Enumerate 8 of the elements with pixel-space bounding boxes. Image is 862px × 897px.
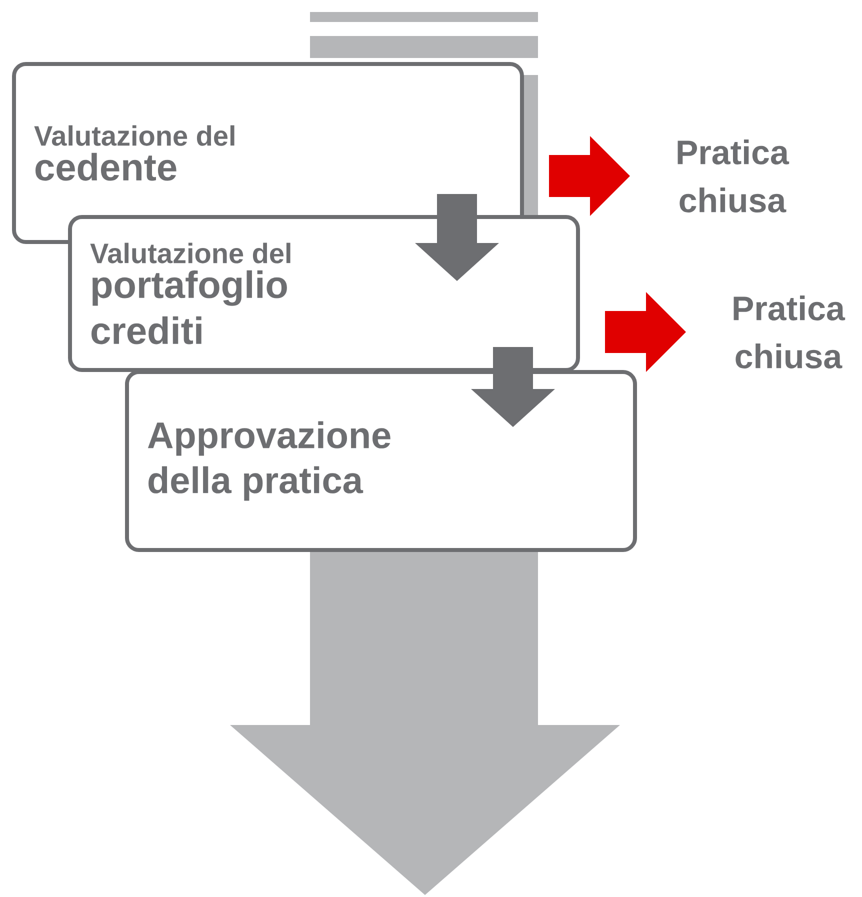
process-box: Approvazione della pratica [125, 370, 637, 552]
block-arrow [605, 292, 686, 372]
result-label: Pratica chiusa [734, 296, 846, 368]
block-arrow [415, 194, 499, 281]
block-arrow [471, 347, 555, 427]
process-box: Valutazione del portafoglio crediti [68, 215, 580, 372]
block-arrow [549, 136, 630, 216]
result-label: Pratica chiusa [678, 140, 790, 212]
